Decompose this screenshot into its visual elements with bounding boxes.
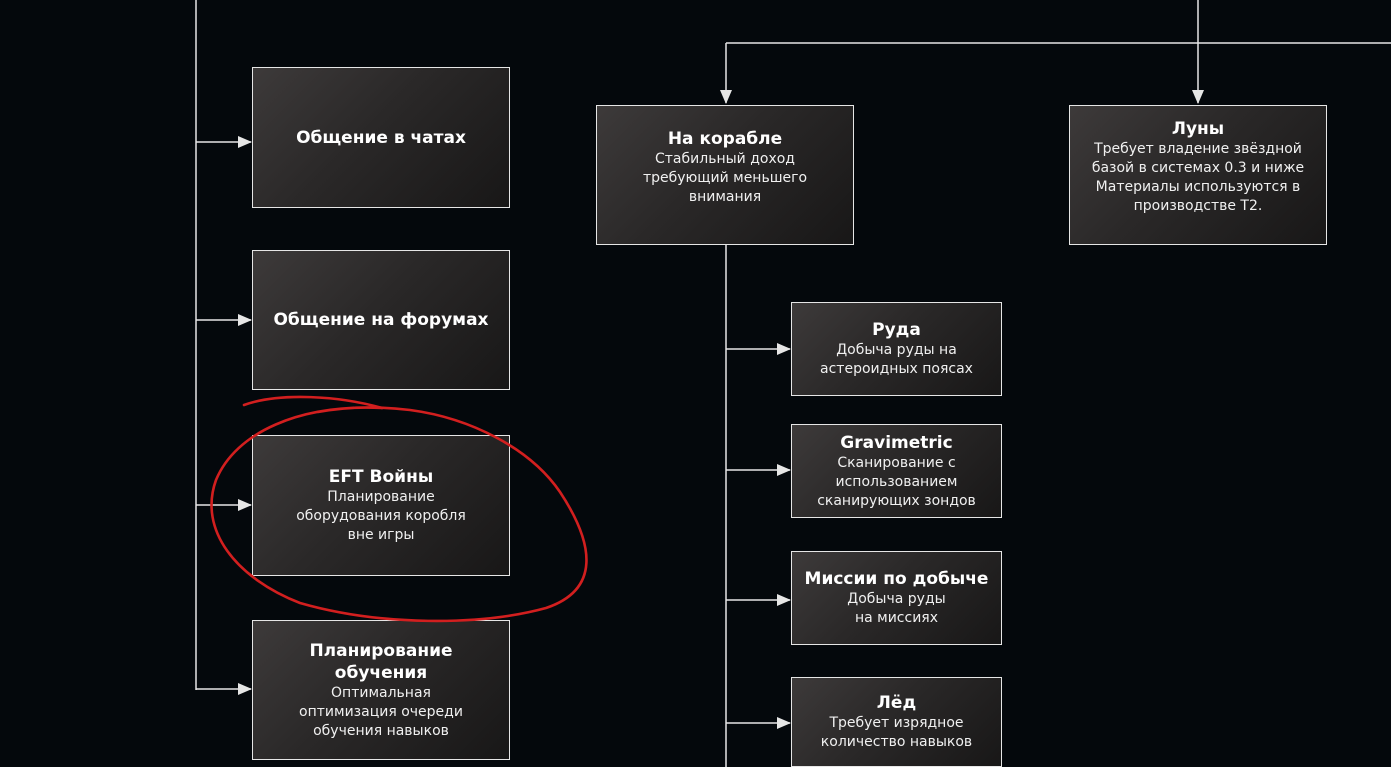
node-training: Планирование обучения Оптимальная оптими… — [252, 620, 510, 760]
node-moons-title: Луны — [1171, 119, 1225, 139]
node-eft: EFT Войны Планирование оборудования коро… — [252, 435, 510, 576]
node-moons-desc: Требует владение звёздной базой в систем… — [1091, 141, 1305, 214]
node-chat-title: Общение в чатах — [296, 127, 466, 148]
node-chat: Общение в чатах — [252, 67, 510, 208]
node-gravimetric-desc: Сканирование с использованием сканирующи… — [817, 454, 976, 509]
node-training-title: Планирование обучения — [309, 640, 453, 683]
node-ice-desc: Требует изрядное количество навыков — [820, 715, 973, 750]
node-ore-title: Руда — [872, 320, 921, 340]
node-ice-title: Лёд — [876, 693, 917, 713]
node-mining-missions-desc: Добыча руды на миссиях — [847, 591, 946, 626]
node-ship-desc: Стабильный доход требующий меньшего вним… — [642, 151, 808, 205]
node-mining-missions: Миссии по добыче Добыча руды на миссиях — [791, 551, 1002, 645]
node-gravimetric-title: Gravimetric — [840, 432, 953, 453]
node-ship: На корабле Стабильный доход требующий ме… — [596, 105, 854, 245]
node-eft-desc: Планирование оборудования коробля вне иг… — [296, 489, 466, 543]
node-ship-title: На корабле — [667, 129, 783, 149]
node-ore-desc: Добыча руды на астероидных поясах — [820, 342, 973, 377]
node-training-desc: Оптимальная оптимизация очереди обучения… — [299, 684, 463, 739]
node-ore: Руда Добыча руды на астероидных поясах — [791, 302, 1002, 396]
node-forum-title: Общение на форумах — [273, 310, 489, 330]
node-mining-missions-title: Миссии по добыче — [804, 569, 989, 589]
node-eft-title: EFT Войны — [328, 467, 434, 487]
node-moons: Луны Требует владение звёздной базой в с… — [1069, 105, 1327, 245]
node-gravimetric: Gravimetric Сканирование с использование… — [791, 424, 1002, 518]
node-ice: Лёд Требует изрядное количество навыков — [791, 677, 1002, 767]
node-forum: Общение на форумах — [252, 250, 510, 390]
